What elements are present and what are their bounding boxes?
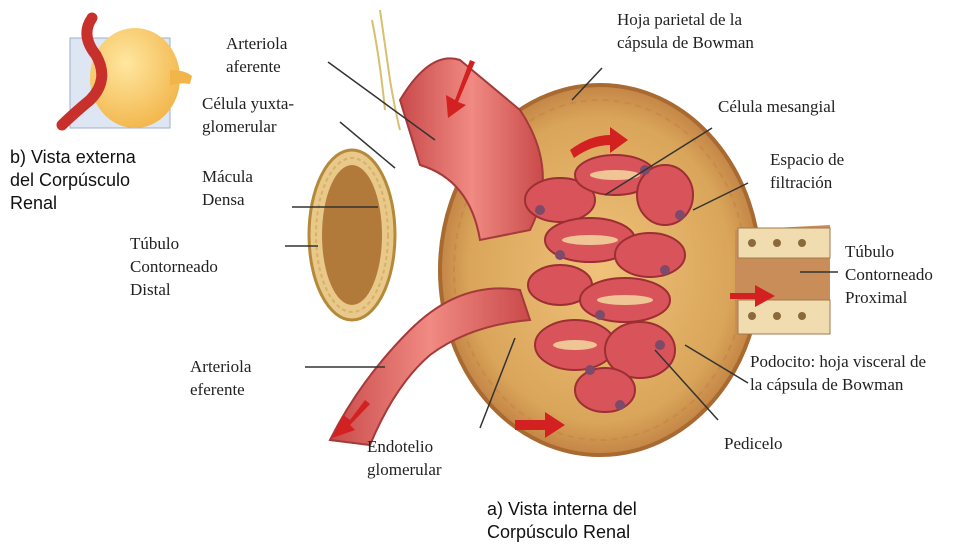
label-pedicelo: Pedicelo [724, 432, 783, 455]
label-podocito: Podocito: hoja visceral de la cápsula de… [750, 350, 926, 396]
label-espacio-filtracion: Espacio de filtración [770, 148, 844, 194]
label-celula-mesangial: Célula mesangial [718, 95, 836, 118]
label-arteriola-eferente: Arteriola eferente [190, 355, 251, 401]
afferent-arteriole [400, 58, 543, 240]
external-view-inset [62, 18, 192, 128]
label-macula-densa: Mácula Densa [202, 165, 253, 211]
proximal-tubule [735, 225, 830, 335]
label-tubulo-distal: Túbulo Contorneado Distal [130, 232, 218, 301]
label-endotelio-glomerular: Endotelio glomerular [367, 435, 442, 481]
label-arteriola-aferente: Arteriola aferente [226, 32, 287, 78]
caption-vista-interna: a) Vista interna del Corpúsculo Renal [487, 498, 637, 544]
distal-tubule [309, 150, 395, 320]
label-hoja-parietal: Hoja parietal de la cápsula de Bowman [617, 8, 754, 54]
label-celula-yuxtaglomerular: Célula yuxta- glomerular [202, 92, 294, 138]
caption-vista-externa: b) Vista externa del Corpúsculo Renal [10, 146, 136, 215]
label-tubulo-proximal: Túbulo Contorneado Proximal [845, 240, 933, 309]
